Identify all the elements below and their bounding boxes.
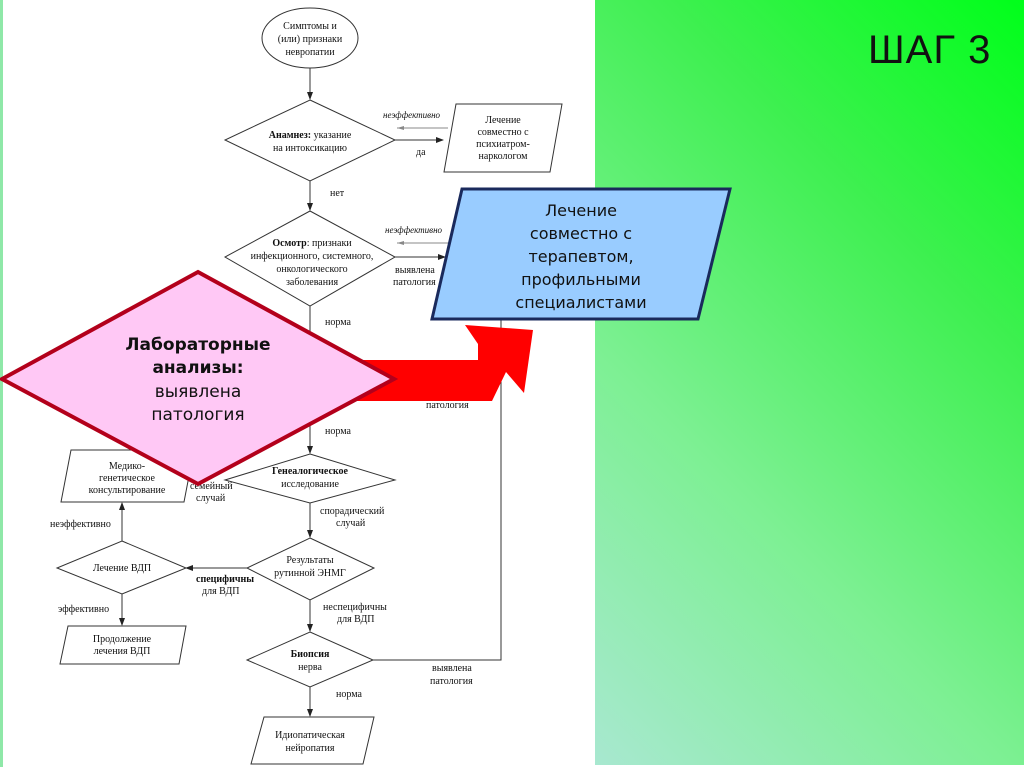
node-text: наркологом	[479, 151, 529, 162]
enmg-decision	[245, 537, 376, 601]
node-text: Лечение ВДП	[93, 563, 151, 574]
genealogy-decision	[223, 453, 397, 504]
edge-label: неспецифичны	[323, 602, 387, 613]
anamnesis-decision	[223, 99, 397, 182]
node-text: рутинной ЭНМГ	[274, 568, 346, 579]
connector	[373, 320, 502, 661]
edge-label: спорадический	[320, 506, 385, 517]
edge-label: для ВДП	[202, 586, 240, 597]
node-text: инфекционного, системного,	[251, 251, 374, 262]
lab-tests-diamond	[0, 269, 399, 487]
node-text: генетическое	[99, 473, 156, 484]
therapist-box-text: терапевтом,	[528, 247, 633, 266]
therapist-box-text: профильными	[521, 270, 641, 289]
node-text: совместно с	[477, 127, 529, 138]
lab-diamond-text: патология	[151, 405, 244, 425]
edge-label: патология	[430, 676, 473, 687]
step-title: ШАГ 3	[868, 28, 992, 72]
node-text: Биопсия	[291, 649, 330, 660]
edge-label: эффективно	[58, 604, 109, 615]
node-text: Анамнез: указание	[269, 130, 352, 141]
node-text: исследование	[281, 479, 339, 490]
edge-label: норма	[325, 426, 351, 437]
node-text: Медико-	[109, 461, 145, 472]
node-text: лечения ВДП	[94, 646, 151, 657]
edge-label: да	[416, 147, 426, 158]
node-text: Осмотр: признаки	[272, 238, 352, 249]
edge-label: случай	[336, 518, 366, 529]
edge-label: нет	[330, 188, 345, 199]
node-text: Результаты	[286, 555, 334, 566]
lab-diamond-text: выявлена	[155, 382, 242, 402]
edge-label: неэффективно	[383, 110, 441, 120]
edge-label: патология	[393, 277, 436, 288]
node-text: невропатии	[285, 47, 335, 58]
edge-label: выявлена	[432, 663, 472, 674]
therapist-box-text: совместно с	[530, 224, 632, 243]
node-text: консультирование	[89, 485, 166, 496]
node-text: психиатром-	[476, 139, 530, 150]
edge-label: выявлена	[395, 265, 435, 276]
exam-decision	[223, 210, 397, 307]
therapist-treatment-box	[430, 187, 732, 321]
node-text: на интоксикацию	[273, 143, 347, 154]
edge-label: норма	[325, 317, 351, 328]
edge-label: для ВДП	[337, 614, 375, 625]
edge-label: норма	[336, 689, 362, 700]
lab-diamond-text: Лабораторные	[125, 335, 270, 355]
node-text: Симптомы и	[283, 21, 337, 32]
edge-label: неэффективно	[50, 519, 111, 530]
therapist-box-text: специалистами	[515, 293, 646, 312]
edge-label: случай	[196, 493, 226, 504]
node-text: нерва	[298, 662, 322, 673]
lab-diamond-text: анализы:	[152, 358, 243, 378]
green-side-panel	[595, 0, 1024, 765]
left-border-stripe	[0, 0, 3, 767]
node-text: Лечение	[485, 115, 521, 126]
node-text: (или) признаки	[278, 34, 343, 45]
idiopathic-box	[250, 716, 375, 765]
psych-treatment-box	[443, 103, 563, 173]
node-text: Идиопатическая	[275, 730, 345, 741]
node-text: онкологического	[276, 264, 347, 275]
edge-label: неэффективно	[385, 225, 443, 235]
continue-treatment-box	[59, 625, 187, 665]
edge-label: специфичны	[196, 574, 254, 585]
start-node	[261, 7, 359, 69]
node-text: заболевания	[286, 277, 339, 288]
node-text: Продолжение	[93, 634, 152, 645]
vdp-treatment-decision	[55, 540, 188, 595]
node-text: нейропатия	[286, 743, 335, 754]
therapist-box-text: Лечение	[545, 201, 617, 220]
node-text: Генеалогическое	[272, 466, 349, 477]
biopsy-decision	[245, 631, 375, 688]
edge-label: семейный	[190, 481, 233, 492]
edge-label: патология	[426, 400, 469, 411]
